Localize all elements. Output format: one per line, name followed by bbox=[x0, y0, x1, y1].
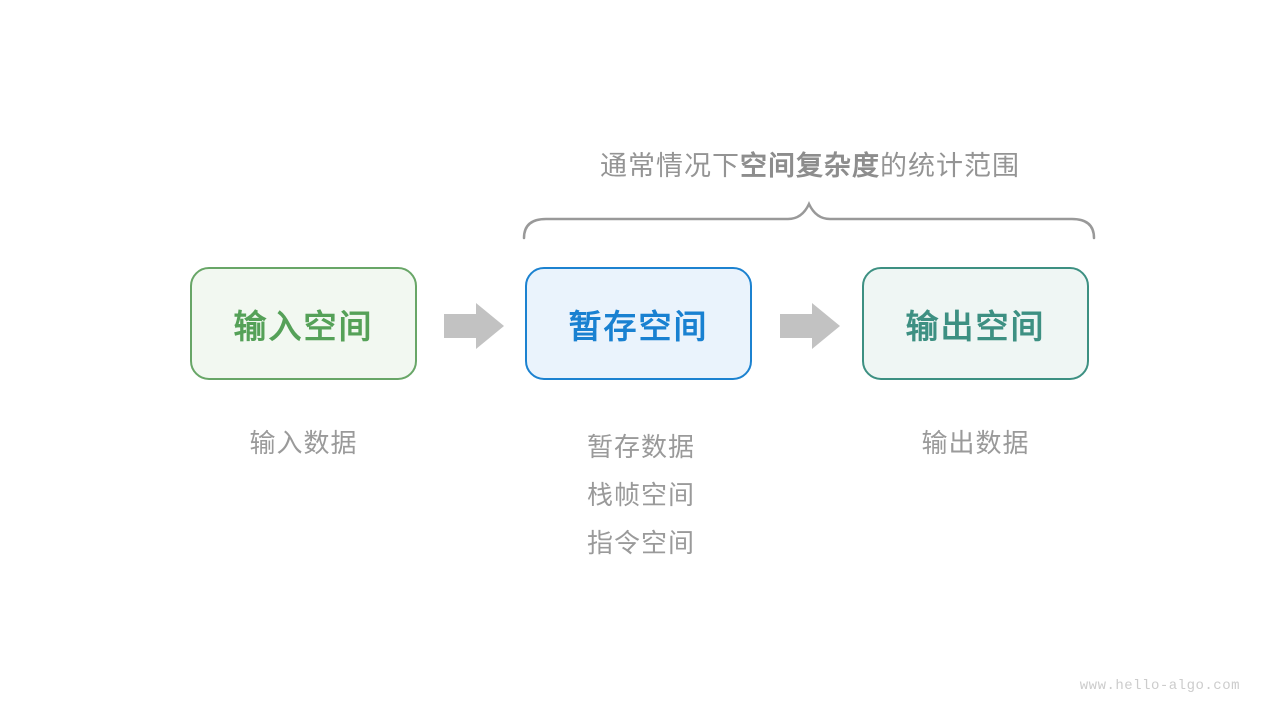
arrow-right-icon-1 bbox=[444, 303, 504, 349]
box-temp-space: 暂存空间 bbox=[525, 267, 752, 380]
box-temp-space-label: 暂存空间 bbox=[568, 307, 709, 345]
box-output-space-label: 输出空间 bbox=[905, 307, 1046, 345]
box-output-space: 输出空间 bbox=[862, 267, 1089, 380]
annotation-stack-frame-space: 栈帧空间 bbox=[587, 480, 696, 510]
annotation-input-data: 输入数据 bbox=[249, 428, 358, 458]
title-bold-term: 空间复杂度 bbox=[740, 151, 880, 181]
annotation-temp-list: 暂存数据 栈帧空间 指令空间 bbox=[587, 423, 695, 567]
box-input-space: 输入空间 bbox=[190, 267, 417, 380]
annotation-instruction-space: 指令空间 bbox=[587, 528, 696, 558]
watermark: www.hello-algo.com bbox=[1079, 678, 1240, 694]
diagram-title: 通常情况下空间复杂度的统计范围 bbox=[523, 144, 1097, 183]
arrow-right-icon-2 bbox=[780, 303, 840, 349]
title-prefix: 通常情况下 bbox=[600, 151, 740, 181]
box-input-space-label: 输入空间 bbox=[233, 307, 374, 345]
overbrace-icon bbox=[522, 201, 1096, 240]
annotation-output-data: 输出数据 bbox=[921, 428, 1030, 458]
annotation-temp-data: 暂存数据 bbox=[587, 432, 696, 462]
title-suffix: 的统计范围 bbox=[880, 151, 1020, 181]
